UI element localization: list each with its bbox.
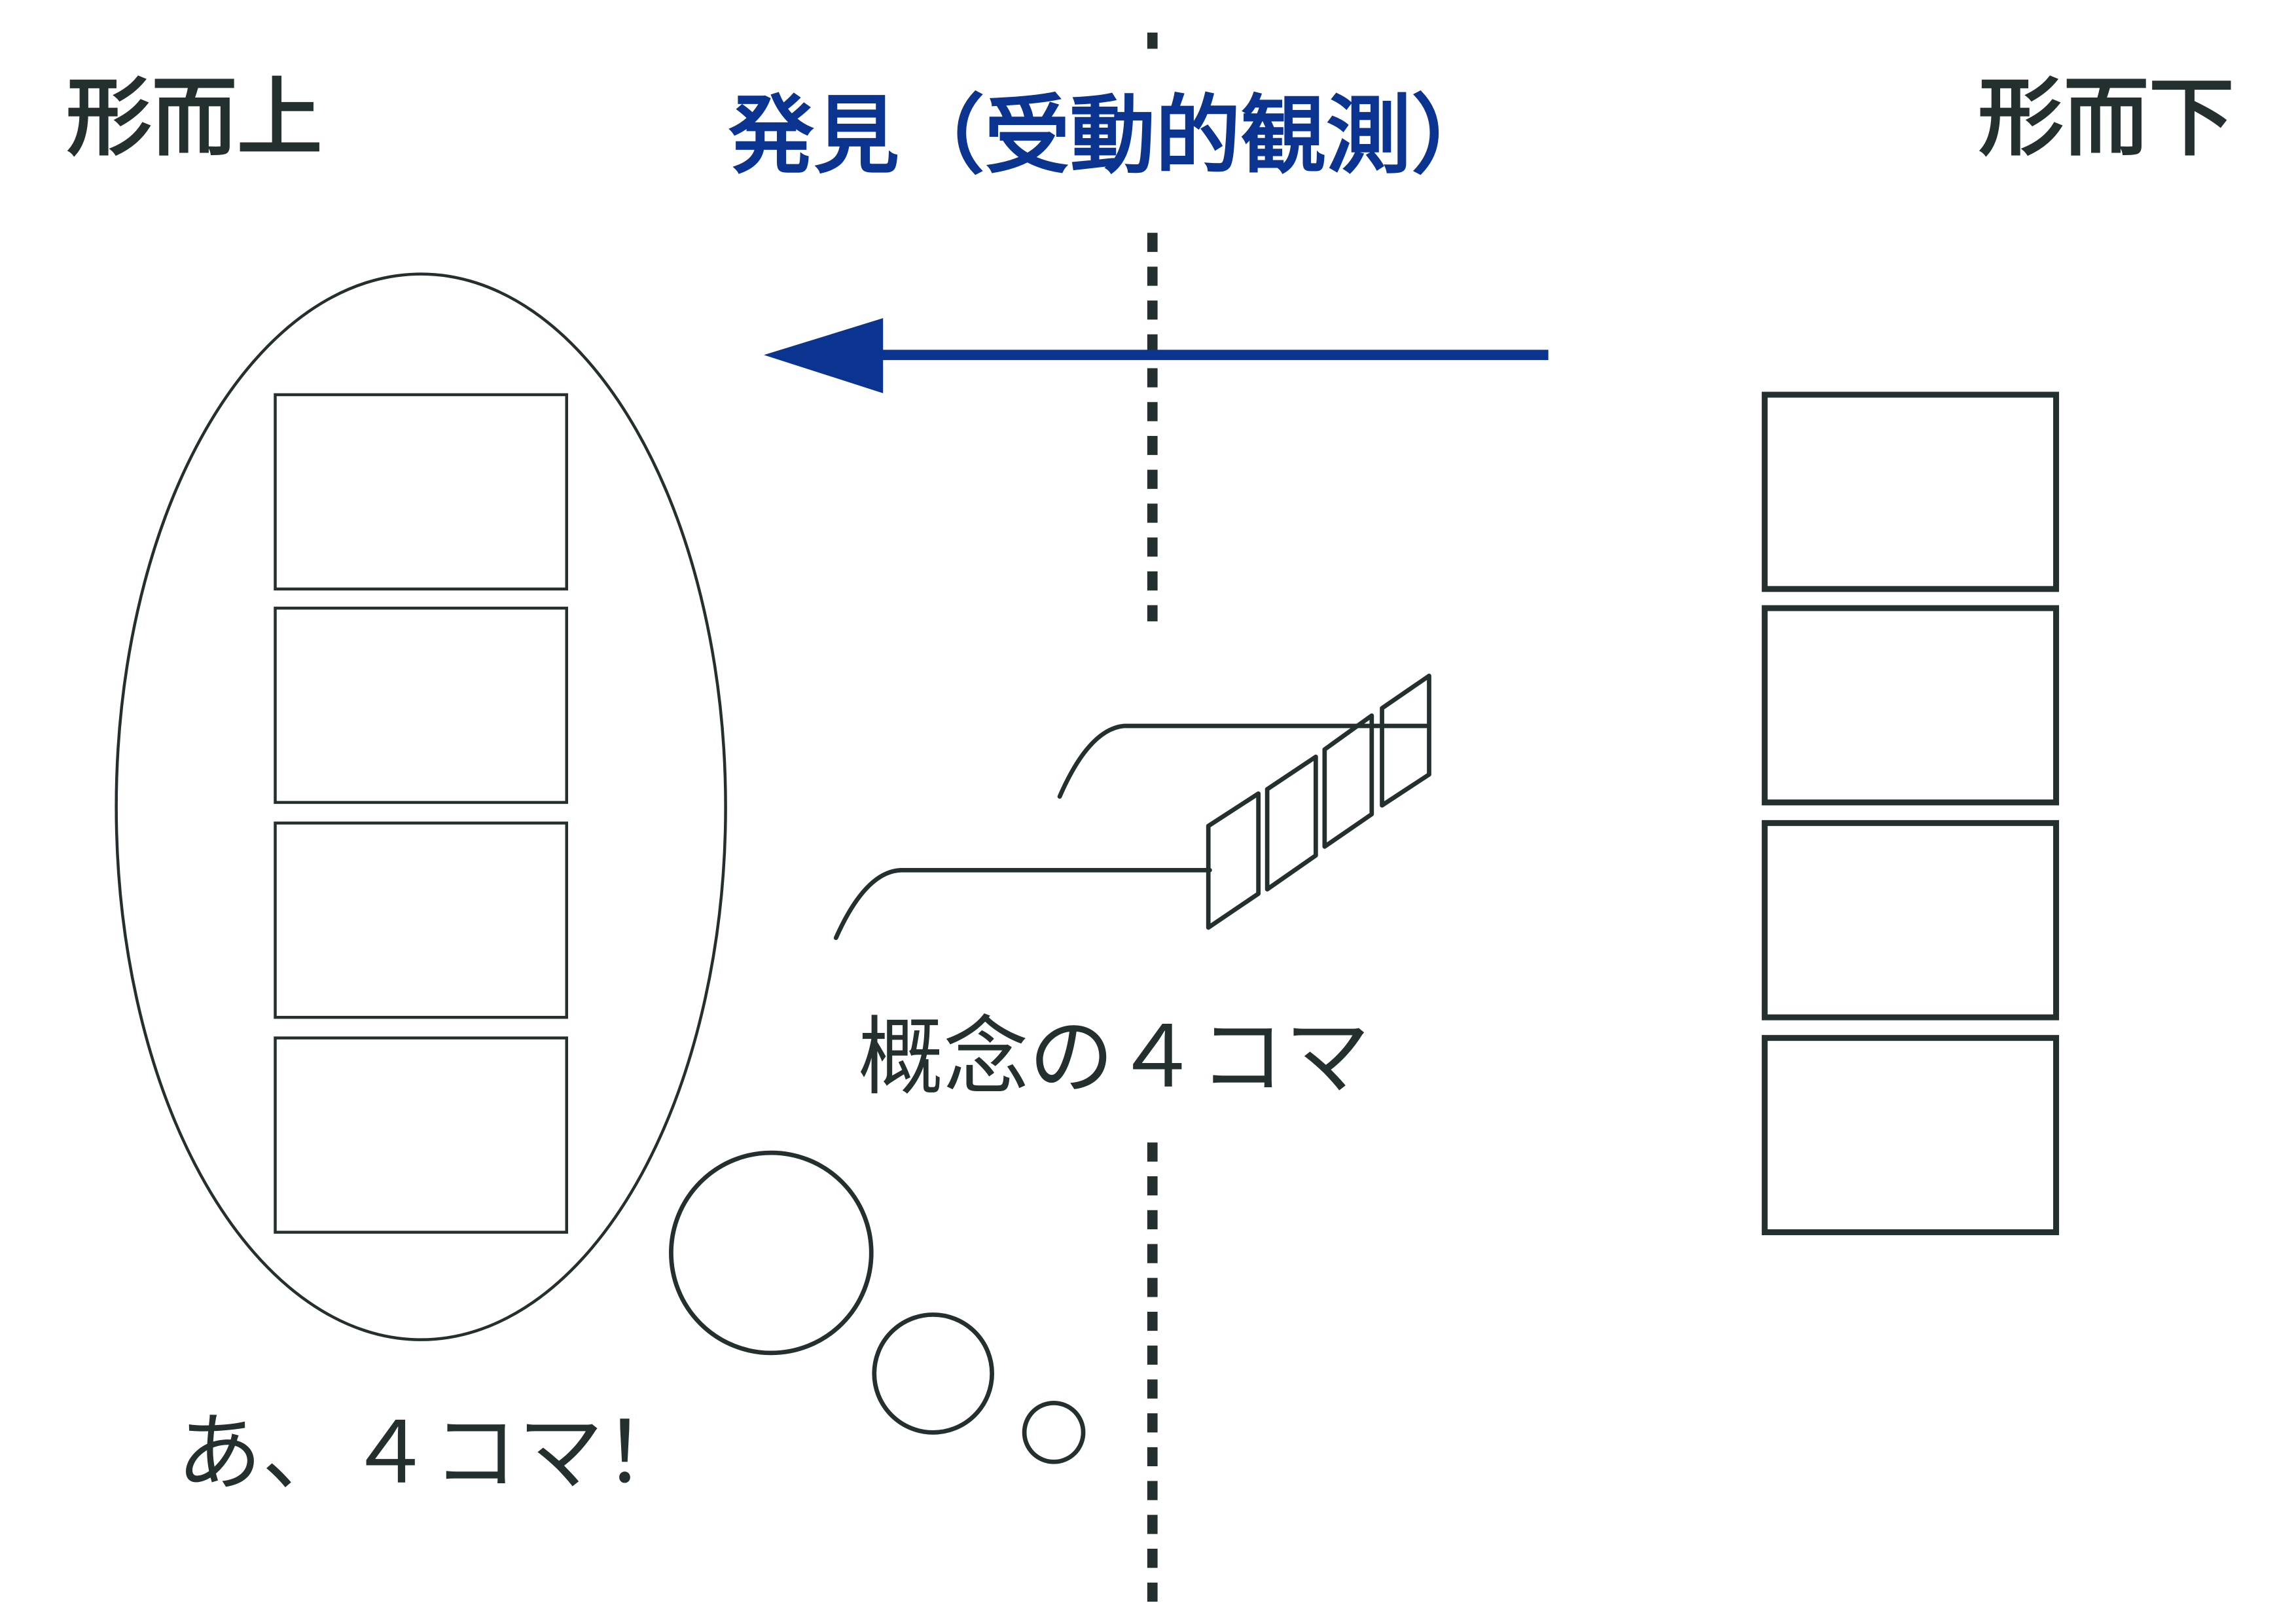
thought-ellipse [115, 272, 727, 1341]
exclamation-label: あ、４コマ！ [177, 1403, 689, 1503]
physical-panels [1761, 391, 2059, 1236]
physical-panel [1761, 605, 2059, 806]
concept-strip [833, 674, 1431, 941]
concept-panel [1322, 713, 1374, 849]
discovery-label: 発見（受動的観測） [728, 86, 1497, 185]
concept-panel [1265, 754, 1318, 892]
thought-bubble-large [669, 1150, 874, 1356]
physical-panel [1761, 1035, 2059, 1236]
discovery-arrow-head [764, 318, 884, 393]
concept-strip-lower-curve [833, 867, 1212, 941]
concept-panel [1206, 791, 1261, 930]
metaphysical-label: 形而上 [66, 68, 322, 168]
physical-label: 形而下 [1978, 68, 2234, 168]
metaphysical-panel [274, 1036, 569, 1234]
metaphysical-panel [274, 393, 569, 591]
metaphysical-panel [274, 606, 569, 804]
physical-panel [1761, 820, 2059, 1020]
metaphysical-panels [274, 393, 569, 1234]
concept-4koma-label: 概念の４コマ [858, 1007, 1370, 1107]
thought-bubble-medium [872, 1312, 995, 1435]
thought-bubble-small [1022, 1400, 1086, 1464]
metaphysical-panel [274, 821, 569, 1019]
concept-panel [1380, 674, 1431, 808]
concept-strip-upper-curve [1057, 723, 1430, 799]
physical-panel [1761, 391, 2059, 592]
